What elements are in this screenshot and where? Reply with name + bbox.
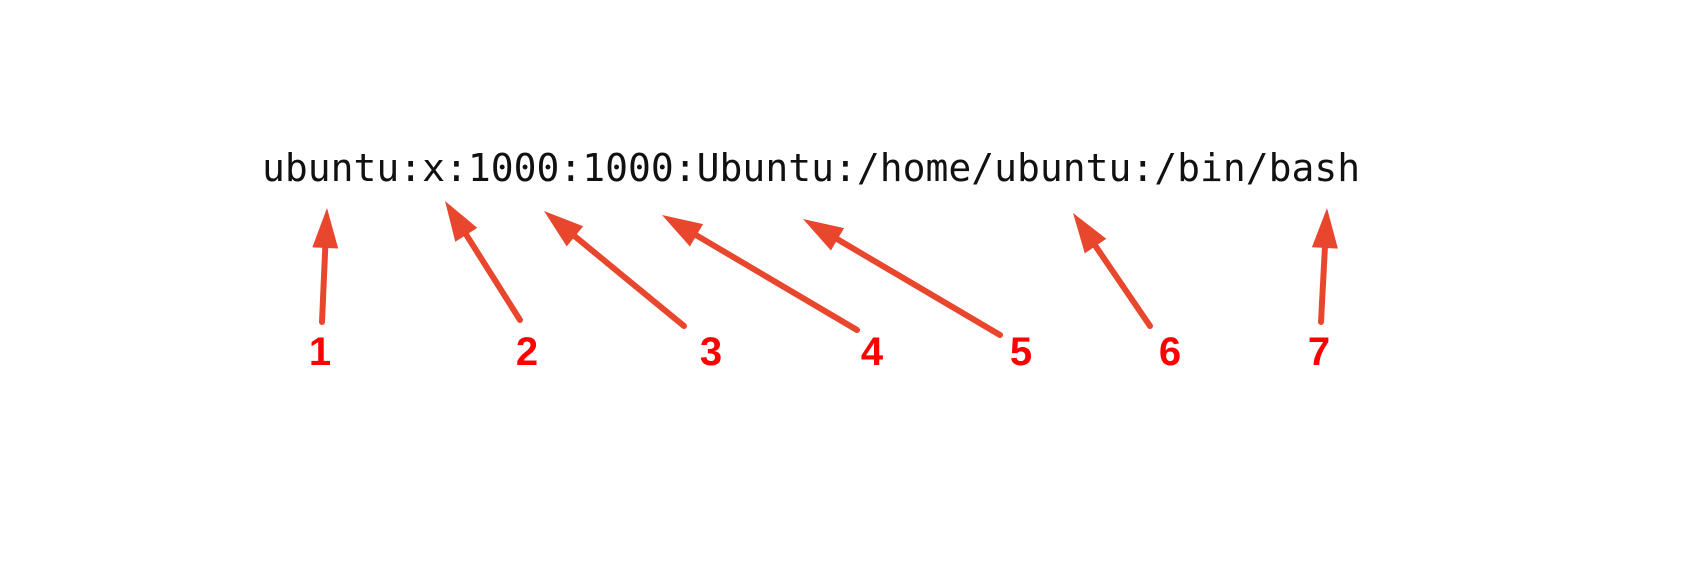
arrow-head-7 (1311, 208, 1338, 249)
field-number-5: 5 (1009, 330, 1033, 374)
arrow-head-3 (544, 211, 584, 247)
arrow-head-6 (1073, 213, 1107, 254)
passwd-entry-line: ubuntu:x:1000:1000:Ubuntu:/home/ubuntu:/… (262, 146, 1361, 190)
arrow-shaft-6 (1090, 239, 1153, 329)
arrow-head-2 (445, 201, 478, 242)
arrow-shaft-4 (690, 230, 860, 333)
field-number-6: 6 (1158, 330, 1182, 374)
field-number-3: 3 (699, 330, 723, 374)
arrow-shaft-1 (319, 240, 329, 325)
arrow-shaft-7 (1318, 240, 1329, 325)
arrow-shaft-5 (831, 234, 1003, 338)
arrow-shaft-3 (568, 230, 687, 329)
field-number-2: 2 (515, 330, 539, 374)
arrow-shaft-2 (461, 228, 523, 323)
arrow-head-5 (803, 219, 845, 251)
field-number-7: 7 (1307, 330, 1331, 374)
arrow-head-4 (662, 215, 704, 247)
arrow-head-1 (312, 208, 339, 249)
field-number-4: 4 (860, 330, 884, 374)
field-number-1: 1 (308, 330, 332, 374)
